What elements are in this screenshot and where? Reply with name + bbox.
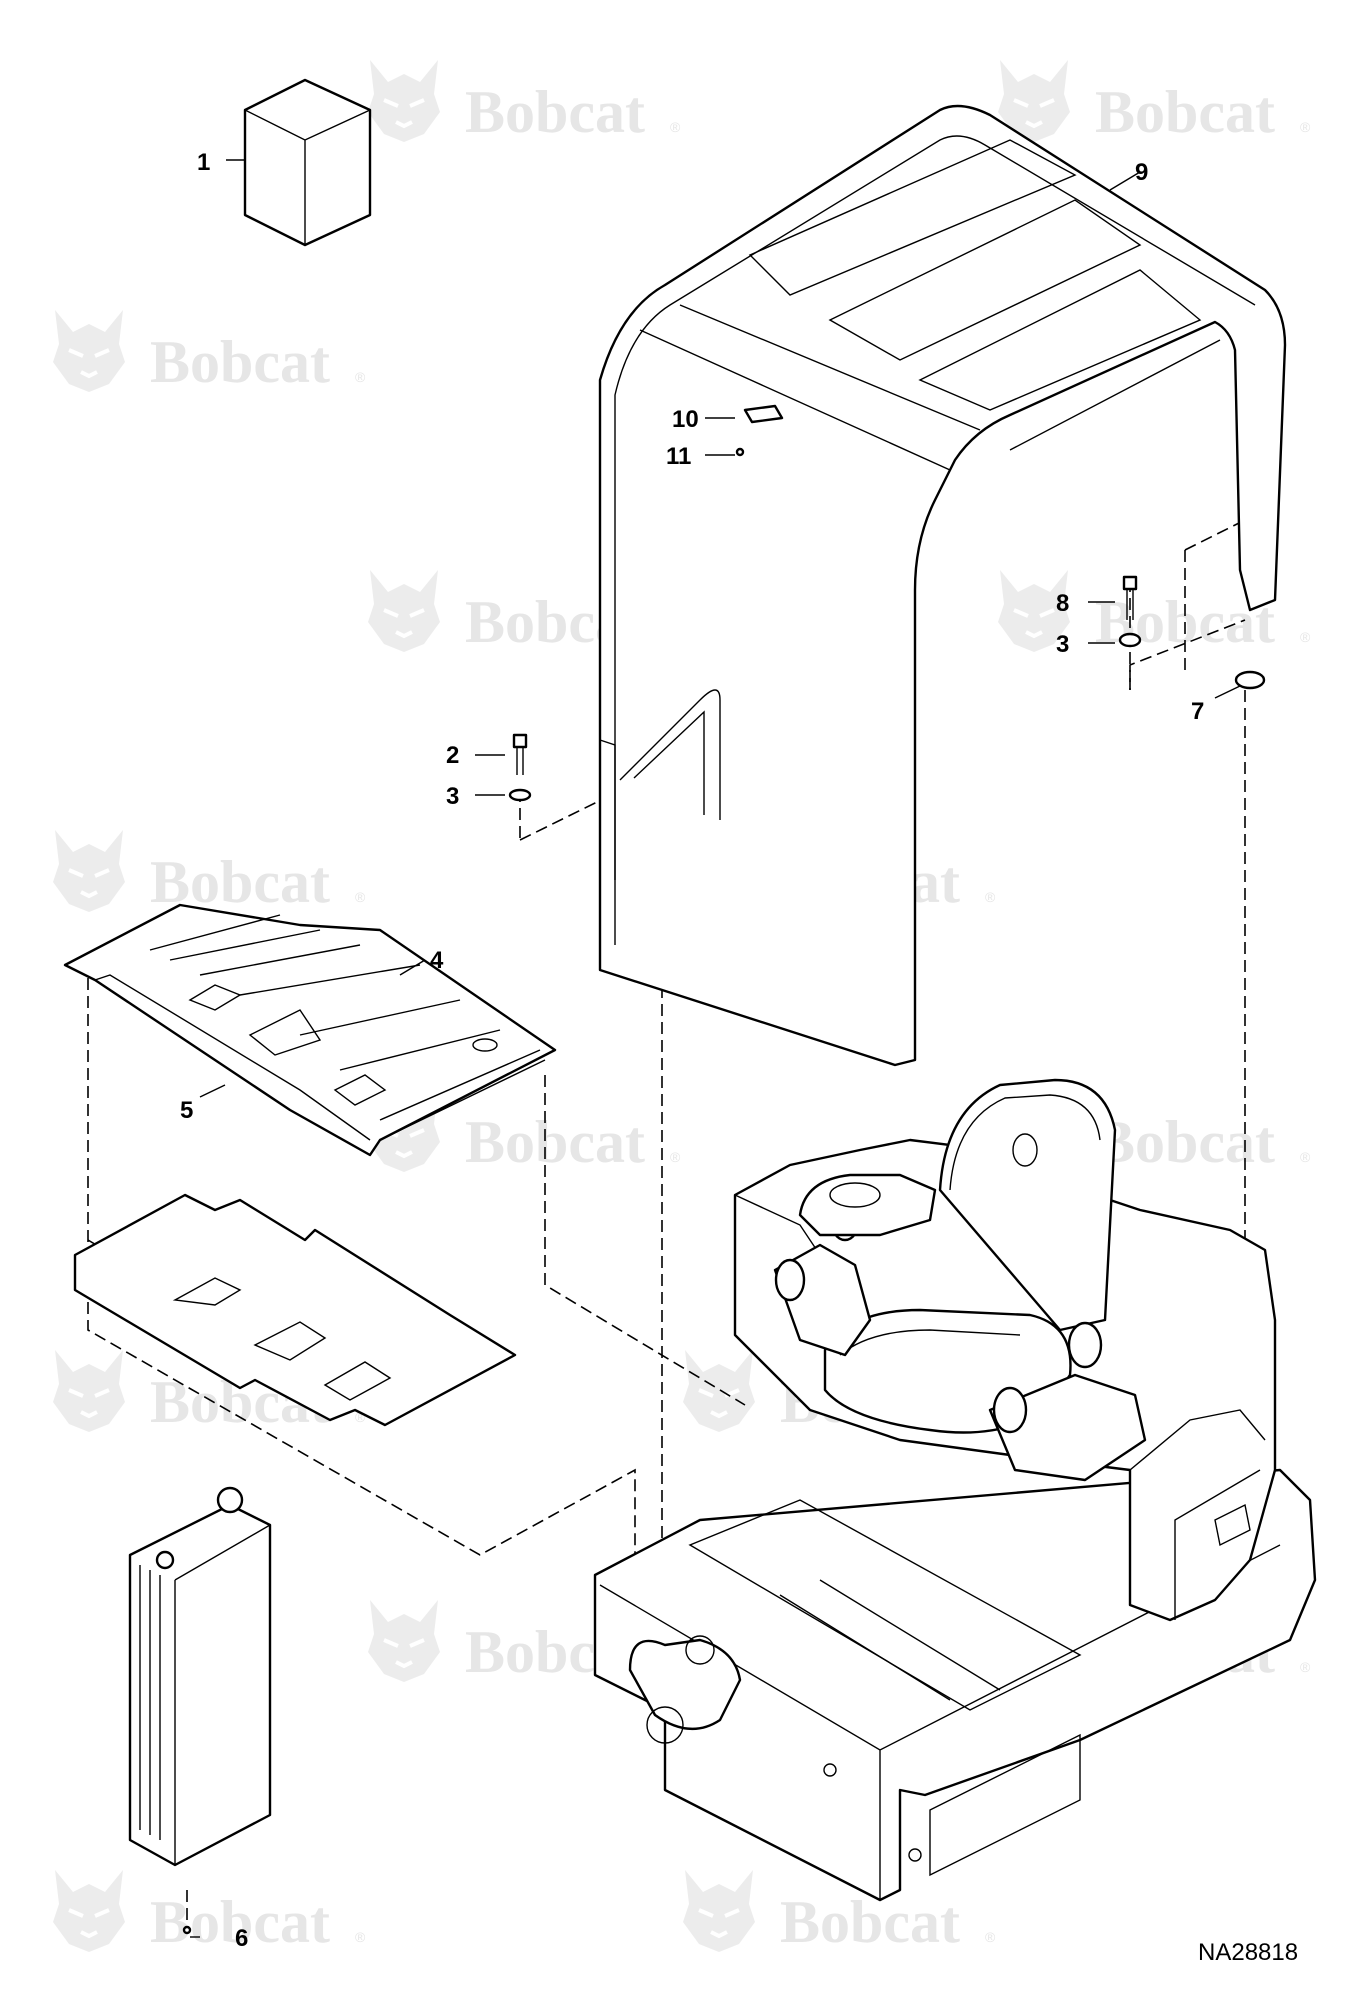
watermark-mark: ® — [355, 889, 366, 905]
callout-9: 9 — [1135, 159, 1148, 186]
callout-4: 4 — [430, 947, 444, 974]
leader-lines — [190, 159, 1241, 1938]
watermark-text: Bobcat — [1095, 79, 1275, 145]
watermark-text: Bobcat — [150, 1889, 330, 1955]
watermark-mark: ® — [1300, 629, 1311, 645]
drawing-reference-number: NA28818 — [1198, 1939, 1298, 1966]
watermark-mark: ® — [985, 889, 996, 905]
dashboard — [798, 1173, 937, 1237]
watermark-mark: ® — [355, 1409, 366, 1425]
part-9-canopy — [598, 104, 1287, 1067]
watermark-text: Bobcat — [150, 849, 330, 915]
floor-mat — [73, 1193, 517, 1427]
watermark-text: Bobcat — [780, 1889, 960, 1955]
callout-10: 10 — [672, 406, 699, 433]
watermark-text: Bobcat — [150, 329, 330, 395]
part-6-controller — [128, 1486, 272, 1935]
callout-8: 8 — [1056, 590, 1069, 617]
watermark-mark: ® — [985, 1929, 996, 1945]
callout-6: 6 — [235, 1925, 248, 1952]
watermark-mark: ® — [355, 1929, 366, 1945]
part-11-rivet — [735, 447, 745, 457]
part-3-washer-right — [1118, 632, 1142, 648]
assembly-lines — [87, 360, 1246, 1930]
watermark-mark: ® — [1300, 119, 1311, 135]
callout-5: 5 — [180, 1097, 193, 1124]
watermark-text: Bobcat — [1095, 1109, 1275, 1175]
watermark-mark: ® — [1300, 1659, 1311, 1675]
part-10-decal — [743, 404, 784, 424]
part-1-box — [243, 78, 372, 247]
callouts: 1 2 3 3 4 5 6 7 8 9 10 11 — [180, 149, 1204, 1952]
seat — [823, 1078, 1117, 1434]
watermark-mark: ® — [670, 119, 681, 135]
watermark-text: Bobcat — [465, 79, 645, 145]
callout-11: 11 — [666, 443, 691, 470]
watermark-text: Bobcat — [465, 1109, 645, 1175]
part-7-washer — [1234, 670, 1266, 690]
watermark-mark: ® — [355, 369, 366, 385]
callout-2: 2 — [446, 742, 459, 769]
callout-1: 1 — [197, 149, 210, 176]
control-console-right — [988, 1321, 1147, 1482]
part-2-bolt — [512, 733, 528, 775]
part-4-floor-panel — [63, 903, 557, 1157]
watermark-layer: Bobcat ® Bobcat ® Bobcat ® Bobcat ® Bobc… — [51, 58, 1311, 1955]
part-8-bolt — [1122, 575, 1138, 620]
watermark-mark: ® — [1300, 1149, 1311, 1165]
watermark-mark: ® — [670, 1149, 681, 1165]
callout-3-left: 3 — [446, 783, 459, 810]
part-3-washer-left — [508, 788, 532, 802]
callout-7: 7 — [1191, 698, 1204, 725]
callout-3-right: 3 — [1056, 631, 1069, 658]
